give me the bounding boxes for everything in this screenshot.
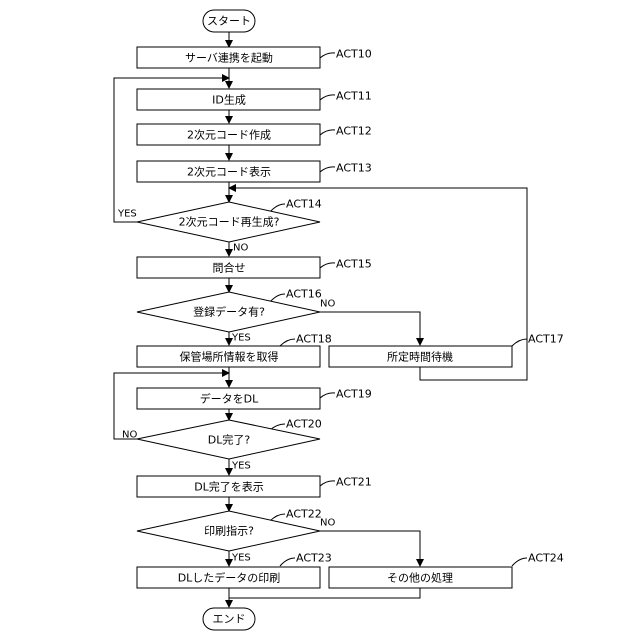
ref-leader	[280, 558, 295, 566]
act14-label: 2次元コード再生成?	[179, 215, 280, 229]
act24-label: その他の処理	[387, 572, 453, 585]
act10-label: サーバ連携を起動	[185, 51, 273, 65]
ref-leader	[320, 53, 335, 58]
act16-no-label: NO	[320, 299, 335, 310]
act22-no-label: NO	[320, 518, 335, 529]
start-label: スタート	[207, 15, 251, 28]
ref-leader	[320, 95, 335, 100]
act23-ref: ACT23	[296, 552, 332, 565]
ref-leader	[270, 514, 285, 521]
act13-ref: ACT13	[336, 162, 372, 175]
ref-leader	[270, 204, 285, 212]
ref-leader	[320, 393, 335, 398]
act13-label: 2次元コード表示	[187, 165, 271, 179]
ref-leader	[320, 481, 335, 486]
act22-yes-label: YES	[231, 553, 251, 564]
act22-label: 印刷指示?	[204, 524, 254, 538]
act22-ref: ACT22	[286, 508, 322, 521]
act14-yes-label: YES	[117, 209, 137, 220]
act23-label: DLしたデータの印刷	[178, 571, 281, 585]
act18-ref: ACT18	[296, 333, 332, 346]
act11-ref: ACT11	[336, 90, 372, 103]
end-label: エンド	[213, 613, 246, 626]
act17-ref: ACT17	[528, 333, 564, 346]
no-branch-connector	[320, 531, 420, 566]
ref-leader	[320, 263, 335, 268]
act21-label: DL完了を表示	[194, 480, 264, 494]
ref-leader	[512, 558, 527, 566]
act20-no-label: NO	[122, 430, 137, 441]
act20-yes-label: YES	[231, 461, 251, 472]
act16-ref: ACT16	[286, 288, 322, 301]
act15-ref: ACT15	[336, 258, 372, 271]
act18-label: 保管場所情報を取得	[180, 350, 279, 364]
act12-label: 2次元コード作成	[187, 128, 271, 142]
act16-label: 登録データ有?	[193, 305, 265, 319]
act20-ref: ACT20	[286, 418, 322, 431]
ref-leader	[320, 167, 335, 172]
act20-label: DL完了?	[208, 433, 251, 447]
act17-label: 所定時間待機	[387, 350, 453, 364]
act24-ref: ACT24	[528, 552, 564, 565]
act10-ref: ACT10	[336, 48, 372, 61]
merge-connector	[229, 588, 420, 598]
ref-leader	[270, 294, 285, 302]
act14-ref: ACT14	[286, 198, 322, 211]
act14-no-label: NO	[233, 243, 248, 254]
act21-ref: ACT21	[336, 476, 372, 489]
act16-yes-label: YES	[231, 333, 251, 344]
act12-ref: ACT12	[336, 125, 372, 138]
ref-leader	[280, 339, 295, 346]
act19-ref: ACT19	[336, 388, 372, 401]
act11-label: ID生成	[212, 93, 246, 107]
ref-leader	[512, 339, 527, 346]
no-branch-connector	[320, 312, 420, 345]
act19-label: データをDL	[200, 392, 259, 406]
ref-leader	[320, 130, 335, 135]
act15-label: 問合せ	[213, 261, 246, 275]
